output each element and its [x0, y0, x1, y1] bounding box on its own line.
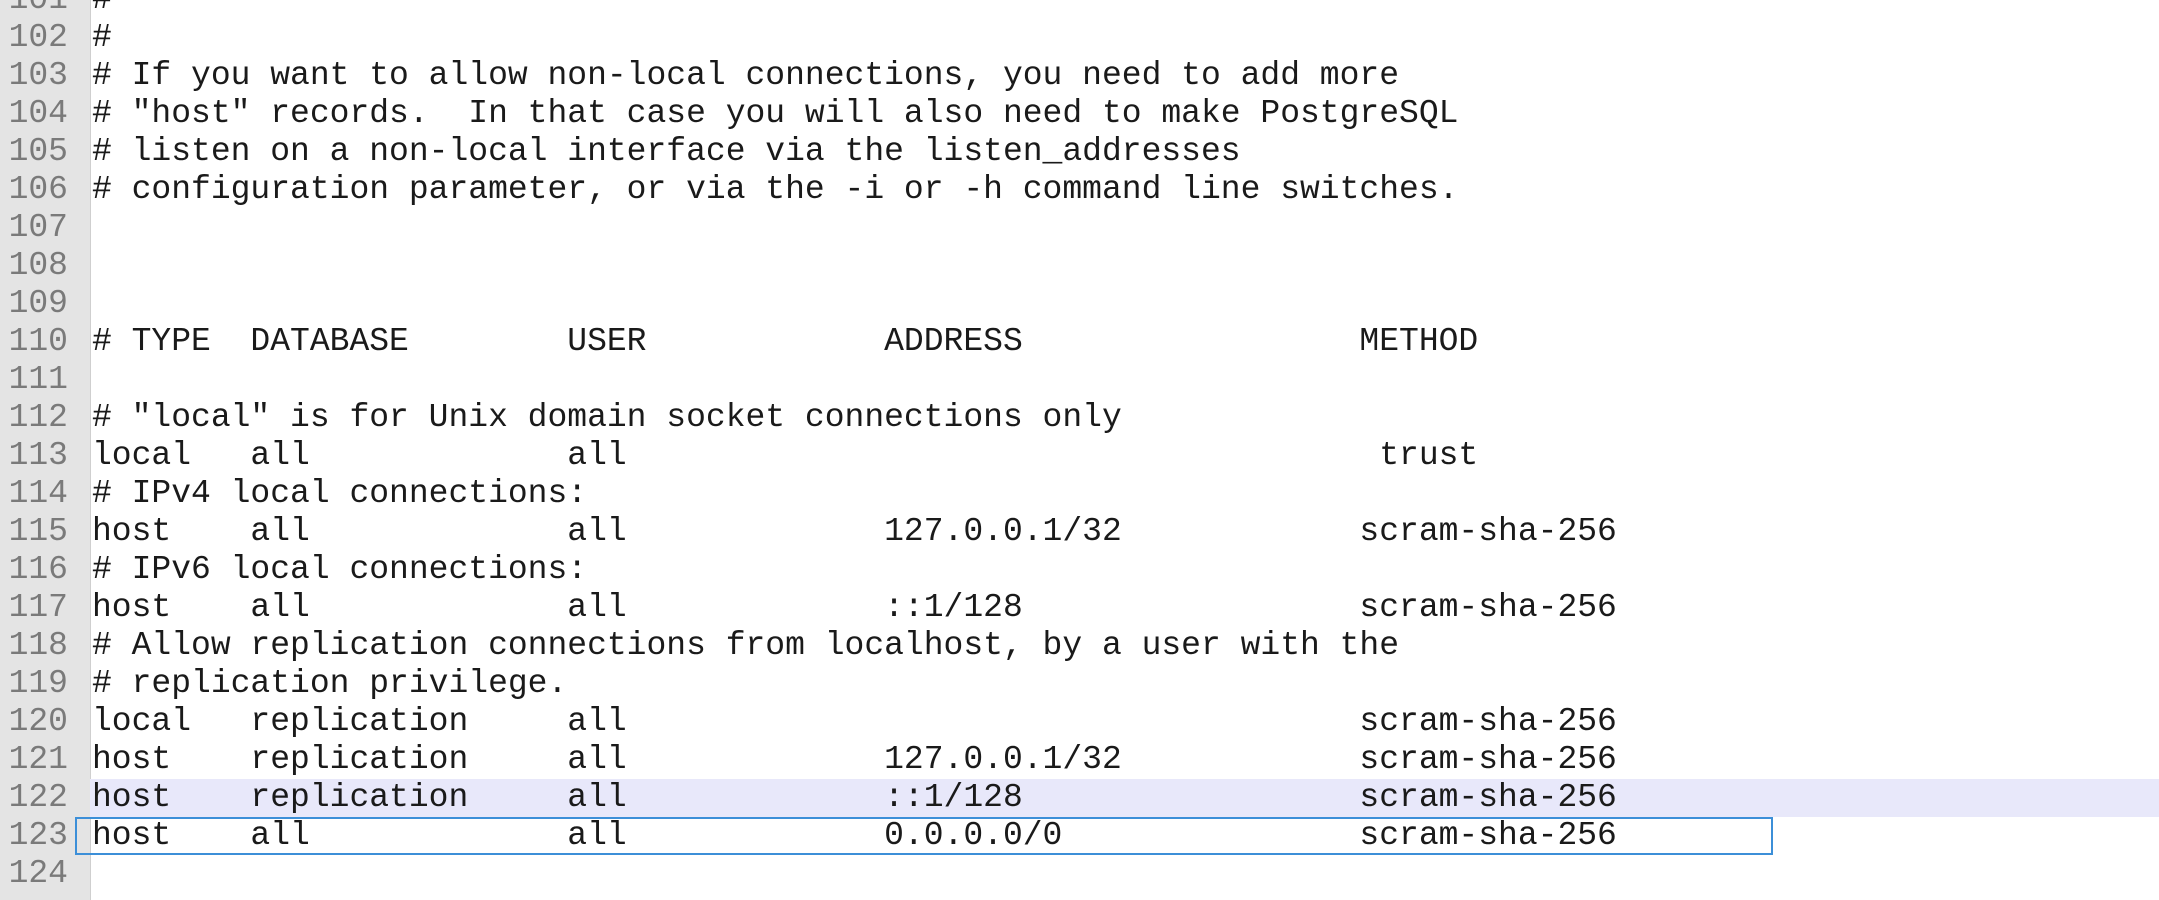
line-number: 108 [8, 247, 68, 284]
line-number: 101 [0, 0, 68, 19]
editor-line-115[interactable]: 115 host all all 127.0.0.1/32 scram-sha-2… [0, 513, 2159, 551]
editor-line-102[interactable]: 102 # [0, 19, 2159, 57]
line-text[interactable] [90, 247, 2159, 285]
line-number: 116 [8, 551, 68, 588]
editor-line-101[interactable]: 101 # [0, 0, 2159, 19]
editor-line-116[interactable]: 116 # IPv6 local connections: [0, 551, 2159, 589]
line-text[interactable] [90, 855, 2159, 893]
editor-line-110[interactable]: 110 # TYPE DATABASE USER ADDRESS METHOD [0, 323, 2159, 361]
editor-line-108[interactable]: 108 [0, 247, 2159, 285]
line-text[interactable]: # "local" is for Unix domain socket conn… [92, 399, 1122, 436]
line-text[interactable]: # [90, 0, 2159, 19]
line-text[interactable] [90, 361, 2159, 399]
line-number-gutter [0, 0, 91, 900]
line-number: 122 [8, 779, 68, 816]
editor-line-112[interactable]: 112 # "local" is for Unix domain socket c… [0, 399, 2159, 437]
editor-line-120[interactable]: 120 local replication all scram-sha-256 [0, 703, 2159, 741]
line-text[interactable] [90, 285, 2159, 323]
line-text[interactable]: host replication all 127.0.0.1/32 scram-… [92, 741, 1617, 778]
editor-line-104[interactable]: 104 # "host" records. In that case you wi… [0, 95, 2159, 133]
line-number: 107 [8, 209, 68, 246]
line-text[interactable] [90, 209, 2159, 247]
line-text[interactable]: # IPv4 local connections: [92, 475, 588, 512]
editor-line-106[interactable]: 106 # configuration parameter, or via the… [0, 171, 2159, 209]
editor-line-109[interactable]: 109 [0, 285, 2159, 323]
line-text[interactable]: local all all trust [92, 437, 1479, 474]
editor-line-121[interactable]: 121 host replication all 127.0.0.1/32 scr… [0, 741, 2159, 779]
line-number: 102 [8, 19, 68, 56]
line-number: 124 [8, 855, 68, 892]
line-number: 110 [8, 323, 68, 360]
line-number: 103 [8, 57, 68, 94]
line-text[interactable]: local replication all scram-sha-256 [92, 703, 1617, 740]
line-text[interactable]: # configuration parameter, or via the -i… [92, 171, 1459, 208]
line-number: 115 [8, 513, 68, 550]
editor-line-124[interactable]: 124 [0, 855, 2159, 893]
line-number: 113 [8, 437, 68, 474]
line-text[interactable]: # TYPE DATABASE USER ADDRESS METHOD [92, 323, 1479, 360]
editor-line-105[interactable]: 105 # listen on a non-local interface via… [0, 133, 2159, 171]
editor-line-114[interactable]: 114 # IPv4 local connections: [0, 475, 2159, 513]
editor-line-107[interactable]: 107 [0, 209, 2159, 247]
editor-line-111[interactable]: 111 [0, 361, 2159, 399]
line-number: 120 [8, 703, 68, 740]
line-text[interactable]: host all all ::1/128 scram-sha-256 [92, 589, 1617, 626]
line-number: 111 [8, 361, 68, 398]
line-text[interactable]: host all all 0.0.0.0/0 scram-sha-256 [75, 817, 2159, 855]
line-number: 112 [8, 399, 68, 436]
line-number: 121 [8, 741, 68, 778]
line-number: 119 [8, 665, 68, 702]
line-text[interactable]: # Allow replication connections from loc… [92, 627, 1400, 664]
line-number: 118 [8, 627, 68, 664]
editor-line-117[interactable]: 117 host all all ::1/128 scram-sha-256 [0, 589, 2159, 627]
editor-line-122-highlighted[interactable]: 122 host replication all ::1/128 scram-sh… [0, 779, 2159, 817]
line-text[interactable]: # [92, 19, 112, 56]
line-number: 109 [8, 285, 68, 322]
line-text[interactable]: # If you want to allow non-local connect… [92, 57, 1400, 94]
line-text[interactable]: # "host" records. In that case you will … [92, 95, 1459, 132]
line-number: 105 [8, 133, 68, 170]
editor-line-103[interactable]: 103 # If you want to allow non-local conn… [0, 57, 2159, 95]
editor-line-118[interactable]: 118 # Allow replication connections from … [0, 627, 2159, 665]
editor-line-113[interactable]: 113 local all all trust [0, 437, 2159, 475]
line-number: 123 [8, 817, 68, 854]
editor-line-119[interactable]: 119 # replication privilege. [0, 665, 2159, 703]
line-text[interactable]: # listen on a non-local interface via th… [92, 133, 1241, 170]
line-text[interactable]: host all all 127.0.0.1/32 scram-sha-256 [92, 513, 1617, 550]
line-number: 117 [8, 589, 68, 626]
line-number: 106 [8, 171, 68, 208]
line-text[interactable]: # replication privilege. [92, 665, 568, 702]
line-text[interactable]: # IPv6 local connections: [92, 551, 588, 588]
line-text[interactable]: host replication all ::1/128 scram-sha-2… [90, 779, 2159, 817]
line-number: 104 [8, 95, 68, 132]
line-number: 114 [8, 475, 68, 512]
